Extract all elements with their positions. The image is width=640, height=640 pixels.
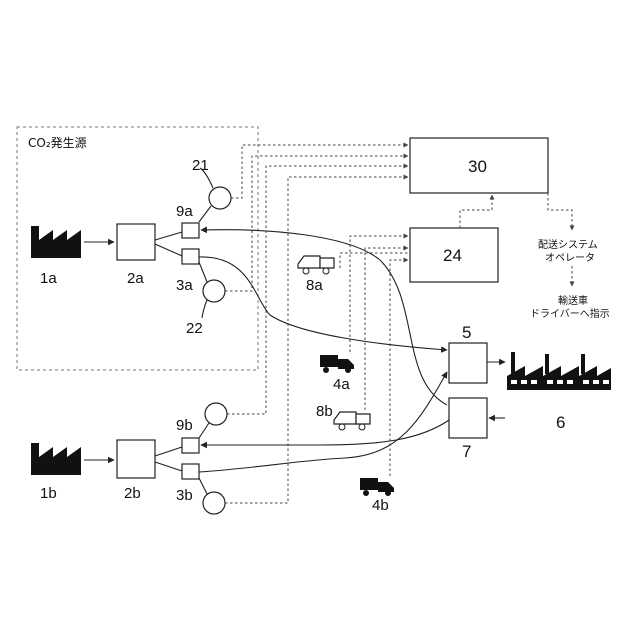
- link-3a-22: [199, 262, 207, 282]
- sensor-9b-circle: [205, 403, 227, 425]
- sensor-22-label: 22: [186, 320, 203, 337]
- link-9b-sensor: [199, 423, 209, 438]
- source-1b-label: 1b: [40, 485, 57, 502]
- driver-line2: ドライバーへ指示: [530, 307, 610, 320]
- leader-22: [202, 300, 207, 318]
- port-3a-label: 3a: [176, 277, 193, 294]
- box-7: [449, 398, 487, 438]
- dump-truck-outline-icon: [334, 412, 370, 430]
- route-7-9b: [201, 420, 449, 445]
- region-title: CO₂発生源: [28, 136, 87, 150]
- unit-2a-box: [117, 224, 155, 260]
- operator-line1: 配送システム: [538, 238, 598, 251]
- box-5-label: 5: [462, 323, 471, 342]
- port-9b-label: 9b: [176, 417, 193, 434]
- unit-2b-label: 2b: [124, 485, 141, 502]
- truck-8b-label: 8b: [316, 403, 333, 420]
- sensor-21-circle: [209, 187, 231, 209]
- link-2a-3a: [155, 244, 182, 256]
- link-2b-3b: [155, 462, 182, 471]
- link-3b-sensor: [199, 478, 207, 494]
- sensor-22-circle: [203, 280, 225, 302]
- sensor-3b-circle: [203, 492, 225, 514]
- link-30-operator: [548, 193, 572, 230]
- source-1a-label: 1a: [40, 270, 57, 287]
- unit-2b-box: [117, 440, 155, 478]
- box-5: [449, 343, 487, 383]
- dump-truck-icon: [360, 478, 394, 496]
- unit-2a-label: 2a: [127, 270, 144, 287]
- link-24-30: [460, 195, 492, 228]
- factory-icon: [31, 443, 81, 475]
- port-9b-box: [182, 438, 199, 453]
- port-3a-box: [182, 249, 199, 264]
- truck-8a-label: 8a: [306, 277, 323, 294]
- link-2a-9a: [155, 232, 182, 240]
- port-3b-box: [182, 464, 199, 479]
- port-9a-box: [182, 223, 199, 238]
- operator-line2: オペレータ: [545, 252, 595, 264]
- link-2b-9b: [155, 447, 182, 456]
- box-30-label: 30: [468, 157, 487, 176]
- factory-row-icon: [507, 352, 611, 390]
- dash-22-30: [225, 156, 408, 291]
- box-24-label: 24: [443, 246, 462, 265]
- dash-4a-24: [350, 236, 408, 352]
- factory-icon: [31, 226, 81, 258]
- plant-6-label: 6: [556, 413, 565, 432]
- port-9a-label: 9a: [176, 203, 193, 220]
- link-9a-21: [199, 206, 211, 222]
- route-3b-5: [199, 372, 447, 472]
- dump-truck-icon: [320, 355, 354, 373]
- truck-4a-label: 4a: [333, 376, 350, 393]
- sensor-21-label: 21: [192, 157, 209, 174]
- driver-line1: 輸送車: [558, 294, 588, 307]
- truck-4b-label: 4b: [372, 497, 389, 514]
- dash-8b-24: [365, 248, 408, 410]
- dump-truck-outline-icon: [298, 256, 334, 274]
- box-7-label: 7: [462, 442, 471, 461]
- port-3b-label: 3b: [176, 487, 193, 504]
